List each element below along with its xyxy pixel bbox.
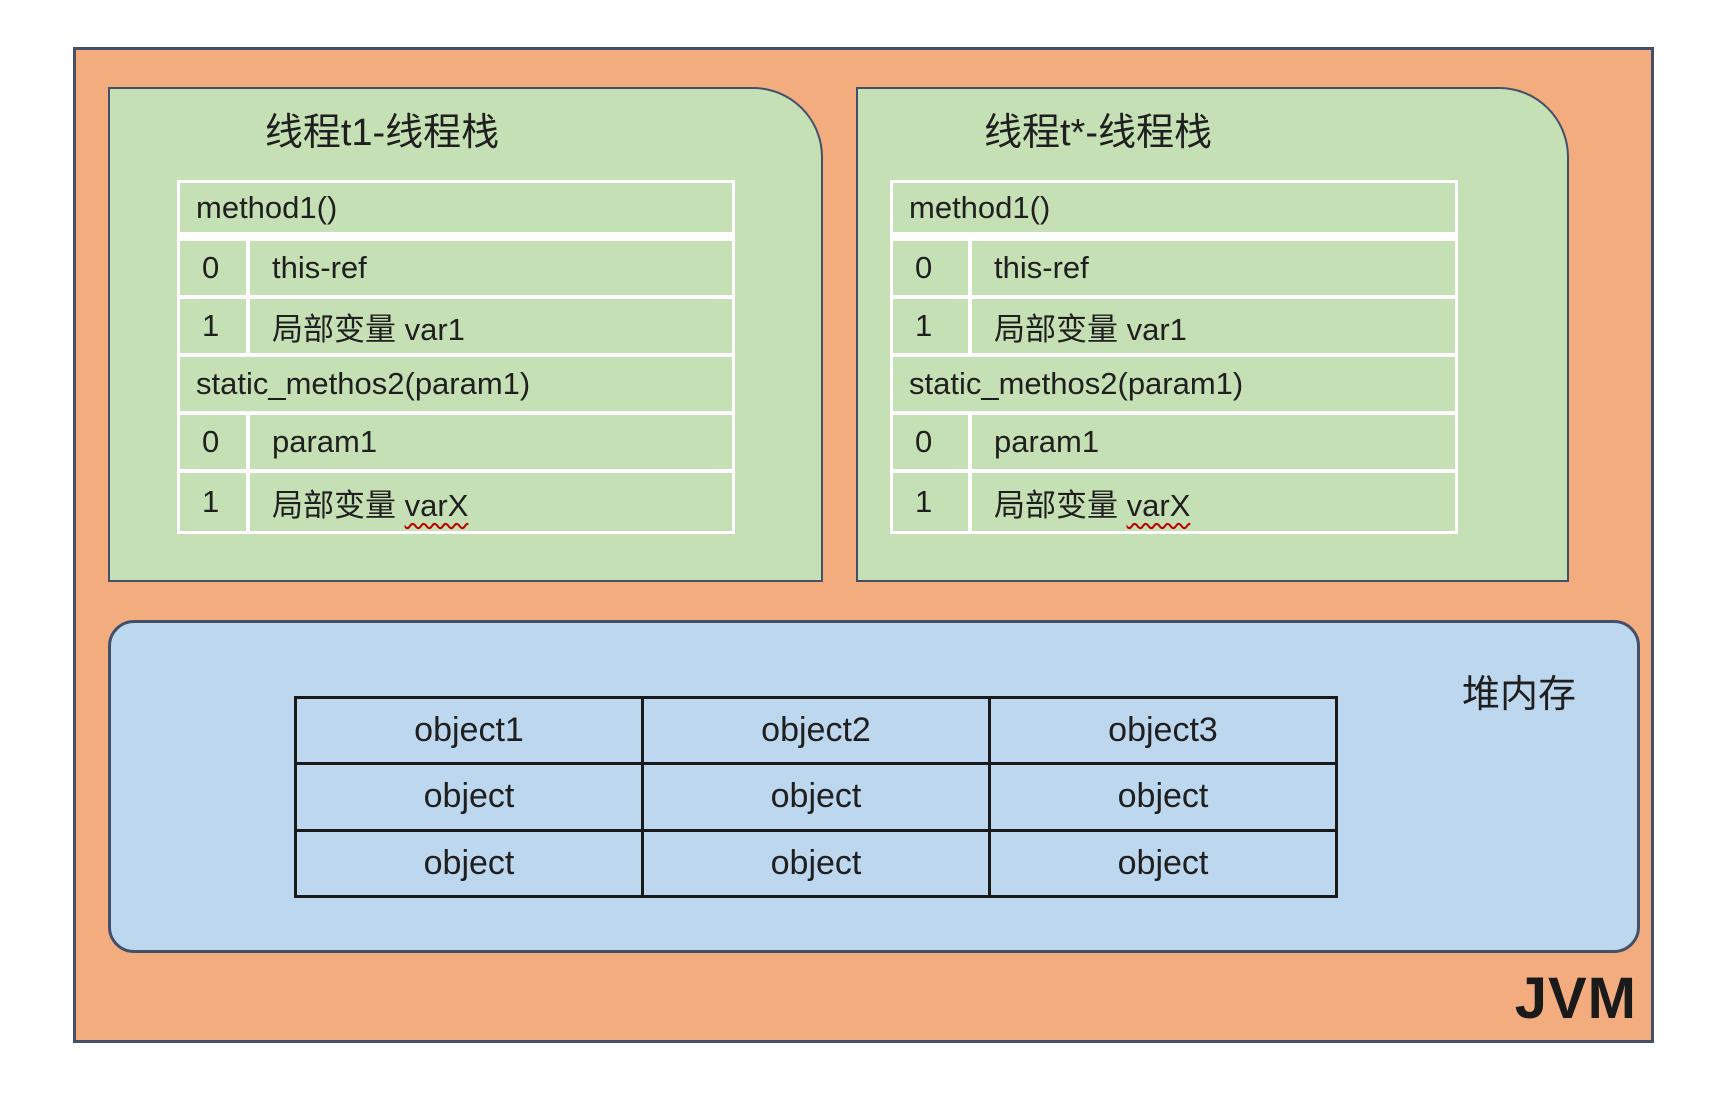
stack-frames-table-tstar: method1() 0 this-ref 1 局部变量 var1 static_… (890, 180, 1458, 534)
slot-index: 1 (180, 473, 250, 531)
heap-objects-table: object1 object2 object3 object object ob… (294, 696, 1338, 898)
thread-stack-title-t1: 线程t1-线程栈 (264, 112, 500, 154)
stack-slot-row: 0 this-ref (180, 241, 732, 299)
slot-value: 局部变量 varX (972, 480, 1455, 525)
slot-value-misspelled-text: varX (1126, 487, 1191, 523)
stack-frame-header: method1() (180, 183, 732, 241)
slot-index: 1 (180, 299, 250, 353)
slot-value: 局部变量 var1 (994, 311, 1187, 347)
jvm-container-box: 线程t1-线程栈 method1() 0 this-ref 1 局部变量 var… (73, 47, 1654, 1043)
jvm-label: JVM (1514, 966, 1637, 1031)
slot-index: 0 (893, 241, 972, 295)
heap-object-cell: object (991, 831, 1335, 895)
stack-slot-row: 0 this-ref (893, 241, 1455, 299)
stack-slot-row: 0 param1 (893, 415, 1455, 473)
slot-index: 0 (893, 415, 972, 469)
slot-value-text: 局部变量 (994, 487, 1127, 523)
slot-value-text: 局部变量 (272, 487, 405, 523)
heap-memory-box: 堆内存 object1 object2 object3 object objec… (108, 620, 1640, 953)
slot-value-misspelled-text: varX (404, 487, 469, 523)
slot-value: param1 (994, 424, 1100, 459)
stack-slot-row: 1 局部变量 varX (180, 473, 732, 531)
stack-frame-header: static_methos2(param1) (180, 357, 732, 415)
thread-stack-title-tstar: 线程t*-线程栈 (983, 112, 1213, 154)
slot-index: 1 (893, 299, 972, 353)
heap-object-cell: object (297, 831, 641, 895)
heap-memory-label: 堆内存 (1461, 674, 1577, 716)
stack-frame-header: method1() (893, 183, 1455, 241)
slot-index: 0 (180, 415, 250, 469)
stack-slot-row: 1 局部变量 varX (893, 473, 1455, 531)
slot-value: 局部变量 varX (250, 480, 732, 525)
slot-value: this-ref (272, 250, 367, 285)
thread-stack-box-tstar: 线程t*-线程栈 method1() 0 this-ref 1 局部变量 var… (856, 87, 1569, 582)
slot-index: 0 (180, 241, 250, 295)
heap-object-cell: object1 (297, 699, 641, 763)
heap-object-cell: object (644, 765, 988, 829)
heap-object-cell: object (991, 765, 1335, 829)
slot-value: param1 (272, 424, 378, 459)
slot-value: 局部变量 var1 (272, 311, 465, 347)
heap-object-cell: object (297, 765, 641, 829)
heap-object-cell: object (644, 831, 988, 895)
heap-object-cell: object3 (991, 699, 1335, 763)
heap-object-cell: object2 (644, 699, 988, 763)
stack-slot-row: 0 param1 (180, 415, 732, 473)
stack-frame-header: static_methos2(param1) (893, 357, 1455, 415)
slot-index: 1 (893, 473, 972, 531)
stack-frames-table-t1: method1() 0 this-ref 1 局部变量 var1 static_… (177, 180, 735, 534)
slot-value: this-ref (994, 250, 1089, 285)
stack-slot-row: 1 局部变量 var1 (893, 299, 1455, 357)
stack-slot-row: 1 局部变量 var1 (180, 299, 732, 357)
thread-stack-box-t1: 线程t1-线程栈 method1() 0 this-ref 1 局部变量 var… (108, 87, 823, 582)
